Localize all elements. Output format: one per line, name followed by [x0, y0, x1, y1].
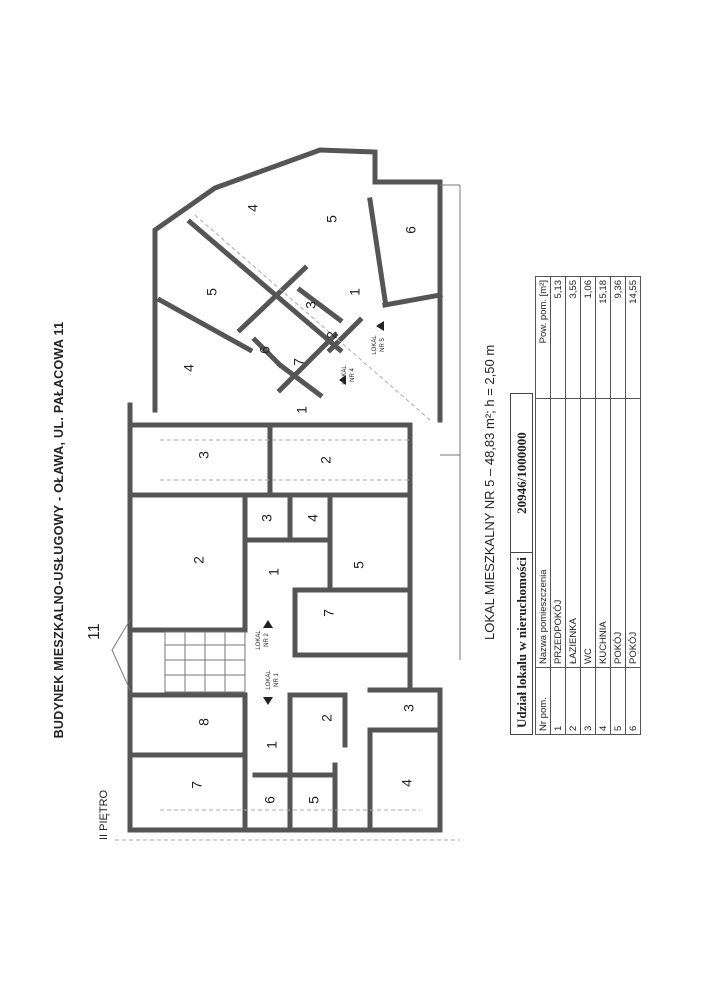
room-number: 7 [189, 781, 205, 789]
unit-label-line2: NR 4 [350, 368, 356, 382]
cell-area: 1,06 [580, 276, 596, 399]
cell-name: POKÓJ [610, 398, 626, 668]
cell-name: PRZEDPOKÓJ [550, 398, 566, 668]
entry-arrow-icon [263, 620, 273, 628]
cell-area: 15,18 [595, 276, 611, 399]
room-number: 5 [204, 288, 220, 296]
cell-name: ŁAZIENKA [565, 398, 581, 668]
cell-area: 9,36 [610, 276, 626, 399]
room-number: 4 [245, 204, 261, 212]
unit-label-line2: NR 1 [274, 673, 280, 687]
entry-arrow-icon [339, 375, 346, 385]
room-number: 3 [196, 451, 212, 459]
room-number: 7 [321, 609, 337, 617]
room-numbers: 7 8 6 5 1 2 3 4 2 3 4 5 1 7 3 2 4 5 6 7 … [181, 204, 419, 804]
cell-name: POKÓJ [625, 398, 641, 668]
cell-nr: 1 [550, 667, 566, 735]
room-number: 7 [291, 358, 307, 366]
share-label: Udział lokalu w nieruchomości [511, 552, 532, 734]
room-number: 4 [181, 364, 197, 372]
room-number: 3 [259, 514, 275, 522]
room-number: 6 [257, 346, 273, 354]
room-number: 5 [306, 796, 322, 804]
room-number: 1 [347, 288, 363, 296]
document-title: BUDYNEK MIESZKALNO-USŁUGOWY - OŁAWA, UL.… [52, 321, 66, 739]
room-number: 1 [294, 406, 310, 414]
room-number: 4 [305, 514, 321, 522]
room-number: 3 [401, 704, 417, 712]
building-number: 11 [86, 623, 103, 640]
unit-label-line2: NR 5 [380, 338, 386, 352]
room-number: 3 [303, 301, 319, 309]
cell-name: KUCHNIA [595, 398, 611, 668]
room-number: 2 [191, 556, 207, 564]
room-number: 2 [318, 456, 334, 464]
unit-label-line1: LOKAL [342, 365, 348, 385]
cell-area: 5,13 [550, 276, 566, 399]
rooms-table: Nr pom. Nazwa pomieszczenia Pow. pom. [m… [535, 276, 641, 735]
unit-labels: LOKAL NR 2 LOKAL NR 1 LOKAL NR 4 LOKAL N… [256, 321, 386, 705]
unit-label-nr2: LOKAL NR 2 [256, 630, 270, 650]
cell-area: 3,55 [565, 276, 581, 399]
entry-arrow-icon [376, 321, 384, 331]
room-number: 2 [319, 714, 335, 722]
room-number: 4 [399, 779, 415, 787]
cell-nr: 4 [595, 667, 611, 735]
cell-nr: 5 [610, 667, 626, 735]
room-number: 5 [351, 561, 367, 569]
room-number: 1 [266, 568, 282, 576]
unit-label-line1: LOKAL [372, 335, 378, 355]
share-value: 20946/1000000 [513, 432, 529, 514]
cell-area: 14,55 [625, 276, 641, 399]
unit-label-line1: LOKAL [256, 630, 262, 650]
room-number: 6 [403, 226, 419, 234]
unit-label-line1: LOKAL [266, 670, 272, 690]
header-nr: Nr pom. [535, 667, 551, 735]
header-area: Pow. pom. [m²] [535, 276, 551, 399]
unit-label-nr1: LOKAL NR 1 [266, 670, 280, 690]
plan-walls [111, 147, 461, 841]
header-name: Nazwa pomieszczenia [535, 398, 551, 668]
unit-label-nr5: LOKAL NR 5 [372, 335, 386, 355]
cell-nr: 3 [580, 667, 596, 735]
room-number: 2 [324, 331, 340, 339]
unit-heading: LOKAL MIESZKALNY NR 5 – 48,83 m²; h = 2,… [482, 344, 497, 640]
ownership-share-box: Udział lokalu w nieruchomości 20946/1000… [510, 393, 533, 735]
unit-label-nr4: LOKAL NR 4 [342, 365, 356, 385]
room-number: 8 [196, 718, 212, 726]
floor-label: II PIĘTRO [98, 789, 110, 840]
cell-name: WC [580, 398, 596, 668]
unit-label-line2: NR 2 [264, 633, 270, 647]
entry-arrow-icon [263, 697, 273, 705]
room-number: 6 [262, 796, 278, 804]
cell-nr: 2 [565, 667, 581, 735]
cell-nr: 6 [625, 667, 641, 735]
table-header-row: Nr pom. Nazwa pomieszczenia Pow. pom. [m… [535, 276, 551, 735]
room-number: 1 [264, 741, 280, 749]
room-number: 5 [324, 215, 340, 223]
